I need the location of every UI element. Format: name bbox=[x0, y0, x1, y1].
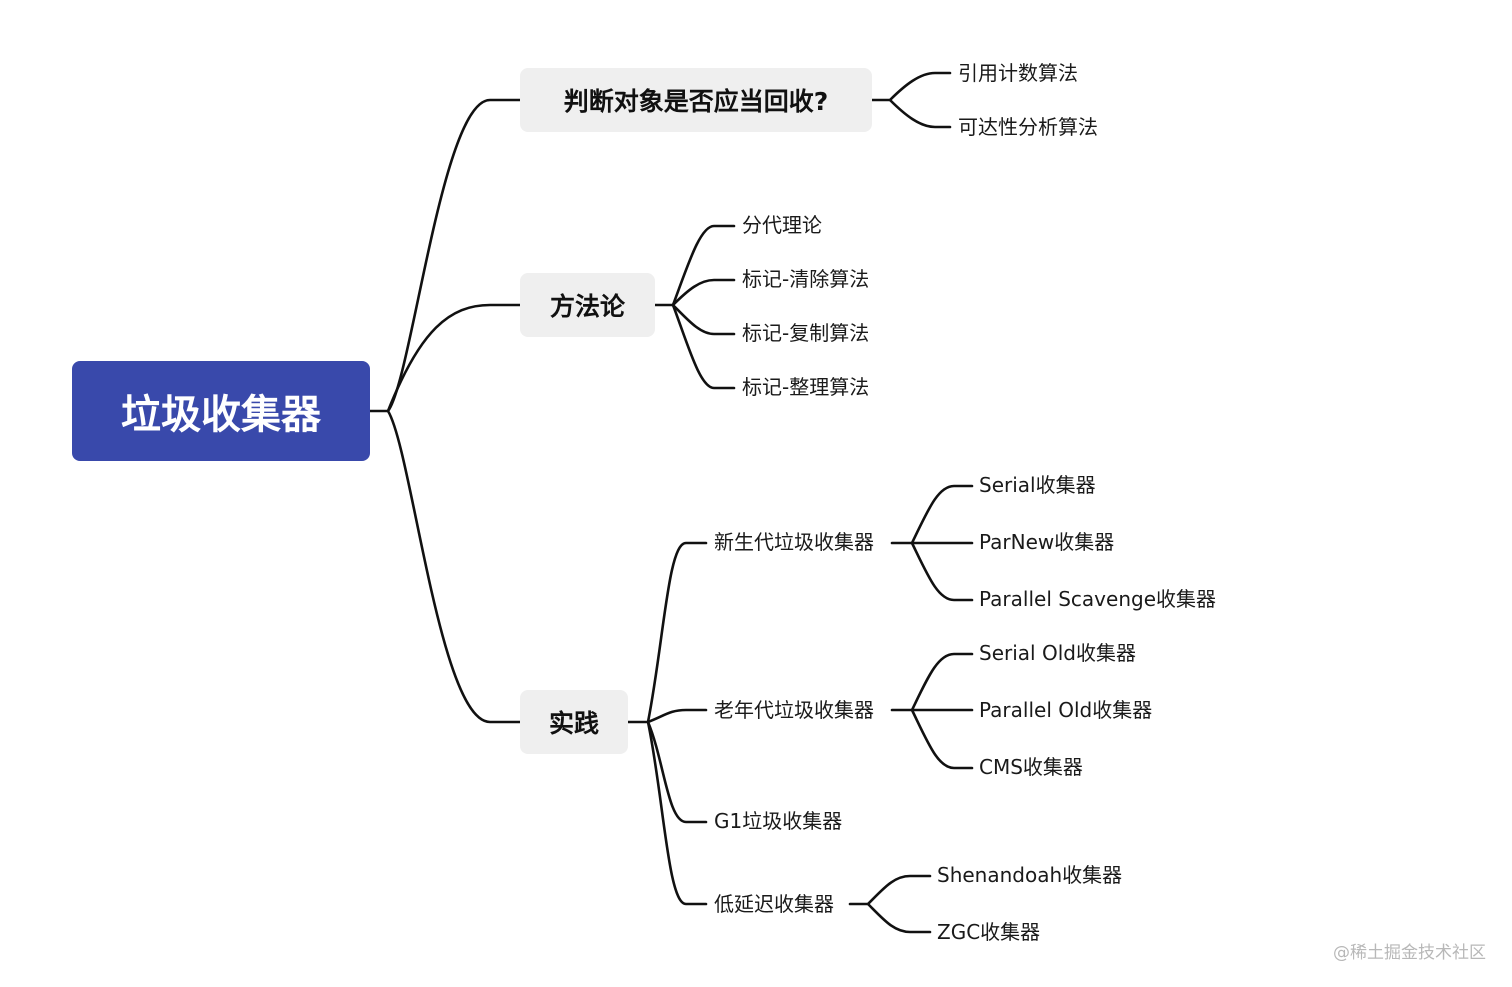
link-practice bbox=[646, 720, 708, 906]
link-judge bbox=[870, 71, 952, 102]
leaf-mark-sweep[interactable]: 标记-清除算法 bbox=[742, 267, 870, 291]
root-node[interactable]: 垃圾收集器 bbox=[72, 361, 370, 461]
link-lowlatency bbox=[848, 874, 932, 906]
branch-methodology[interactable]: 方法论 bbox=[520, 273, 655, 337]
node-young-gen-collectors[interactable]: 新生代垃圾收集器 bbox=[714, 530, 874, 554]
link-method bbox=[671, 278, 736, 307]
link-practice bbox=[646, 720, 708, 824]
node-g1-collector[interactable]: G1垃圾收集器 bbox=[714, 809, 843, 833]
watermark: @稀土掘金技术社区 bbox=[1333, 943, 1486, 963]
link-judge bbox=[888, 98, 952, 129]
leaf-mark-compact[interactable]: 标记-整理算法 bbox=[742, 375, 870, 399]
node-old-gen-collectors[interactable]: 老年代垃圾收集器 bbox=[714, 698, 874, 722]
leaf-parnew[interactable]: ParNew收集器 bbox=[979, 530, 1115, 554]
link-lowlatency bbox=[866, 902, 932, 934]
leaf-serial[interactable]: Serial收集器 bbox=[979, 473, 1096, 497]
leaf-parallel-old[interactable]: Parallel Old收集器 bbox=[979, 698, 1153, 722]
link-old bbox=[910, 708, 974, 770]
link-root-judge bbox=[368, 98, 522, 413]
link-young bbox=[890, 484, 974, 545]
link-young bbox=[910, 541, 974, 602]
link-method bbox=[653, 224, 736, 307]
leaf-generational-theory[interactable]: 分代理论 bbox=[742, 213, 822, 237]
leaf-mark-copy[interactable]: 标记-复制算法 bbox=[742, 321, 870, 345]
link-practice bbox=[646, 708, 708, 724]
link-method bbox=[671, 303, 736, 336]
link-old bbox=[890, 652, 974, 712]
branch-practice[interactable]: 实践 bbox=[520, 690, 628, 754]
leaf-reference-counting[interactable]: 引用计数算法 bbox=[958, 61, 1078, 85]
link-root-practice bbox=[386, 409, 522, 724]
branch-judge-object[interactable]: 判断对象是否应当回收? bbox=[520, 68, 872, 132]
leaf-reachability-analysis[interactable]: 可达性分析算法 bbox=[958, 115, 1098, 139]
node-low-latency-collectors[interactable]: 低延迟收集器 bbox=[714, 892, 834, 916]
leaf-cms[interactable]: CMS收集器 bbox=[979, 755, 1083, 779]
leaf-shenandoah[interactable]: Shenandoah收集器 bbox=[937, 863, 1123, 887]
leaf-parallel-scavenge[interactable]: Parallel Scavenge收集器 bbox=[979, 587, 1216, 611]
leaf-serial-old[interactable]: Serial Old收集器 bbox=[979, 641, 1136, 665]
link-method bbox=[671, 303, 736, 390]
leaf-zgc[interactable]: ZGC收集器 bbox=[937, 920, 1041, 944]
link-practice bbox=[626, 541, 708, 724]
link-root-method bbox=[386, 303, 522, 413]
